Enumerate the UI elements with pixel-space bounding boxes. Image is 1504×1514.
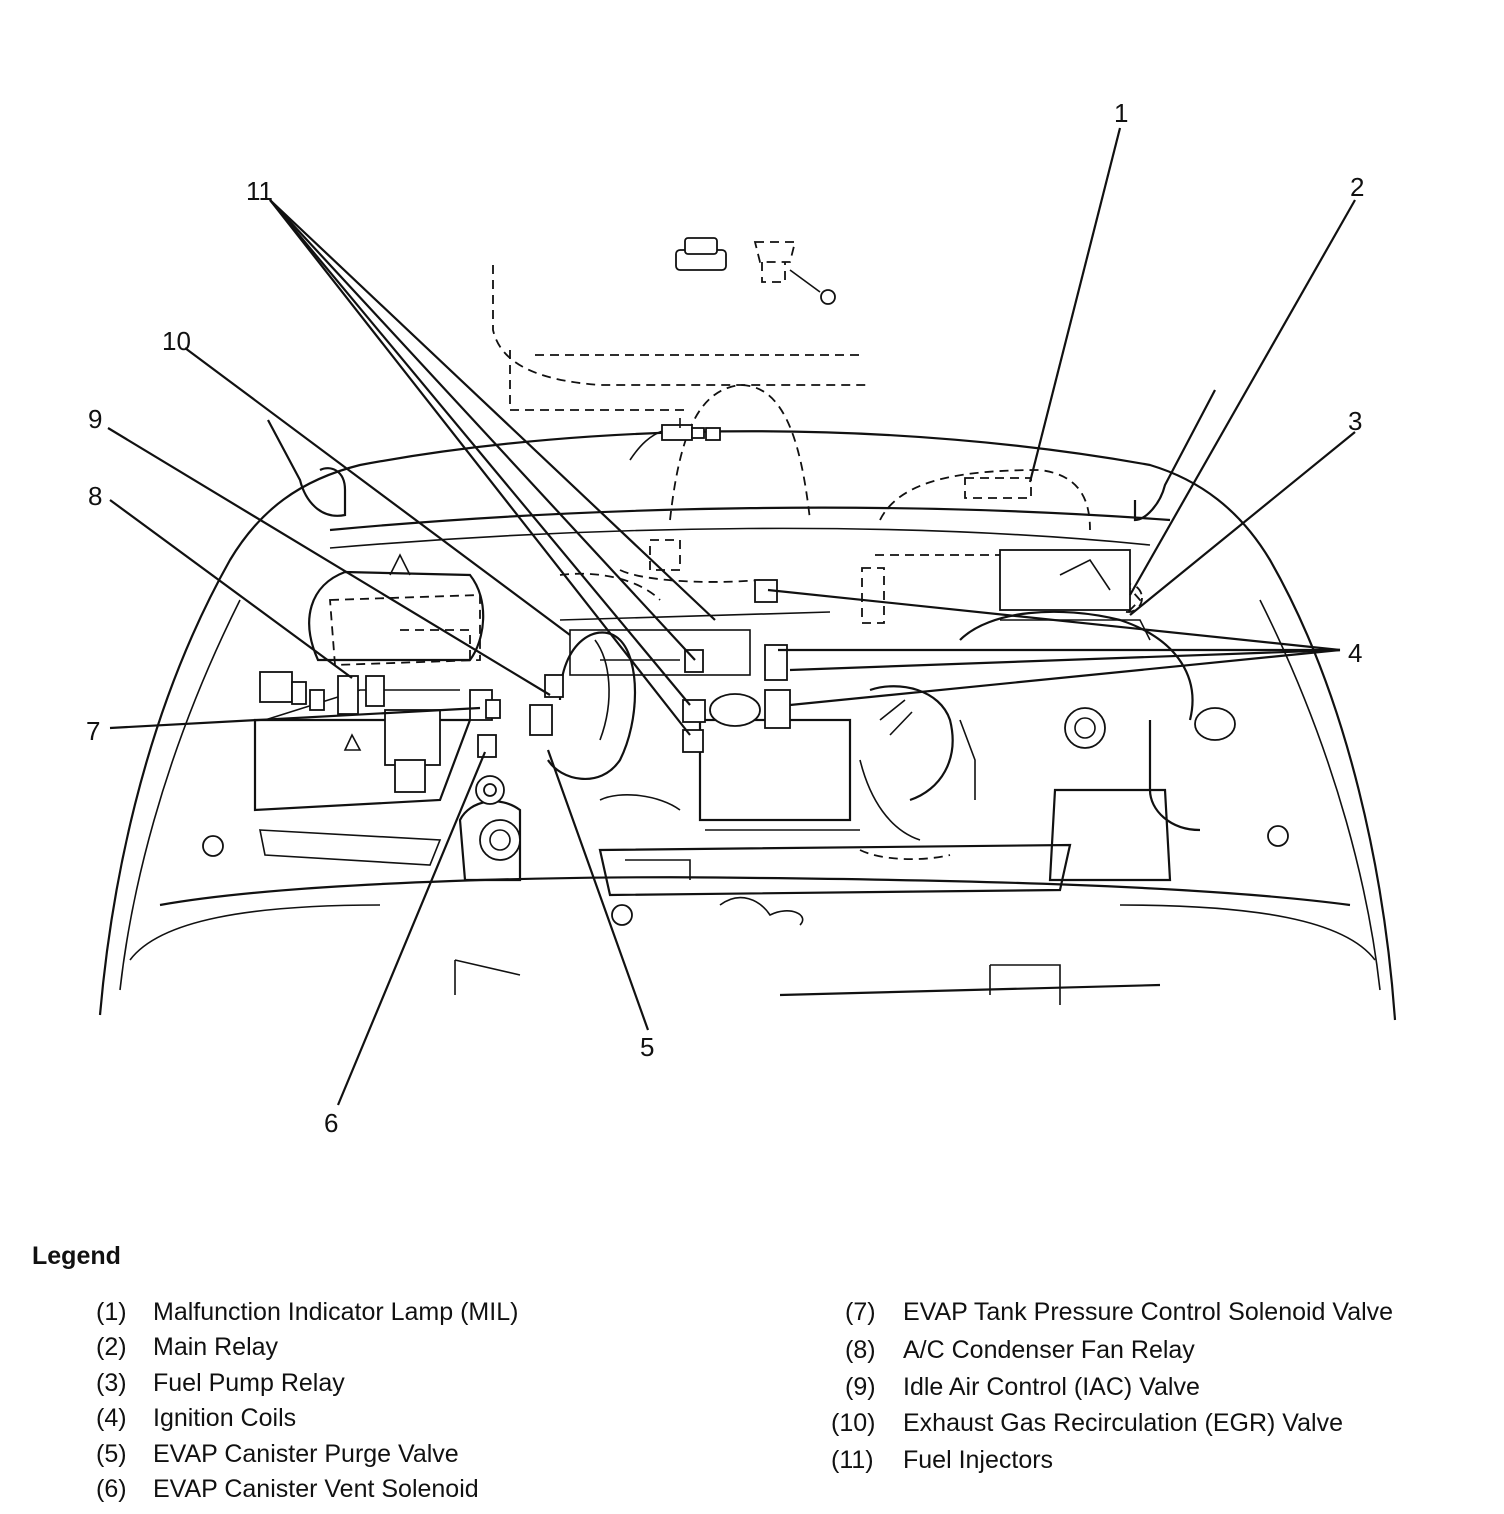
legend-item-text: EVAP Canister Purge Valve (153, 1440, 459, 1468)
legend-item-number: (11) (831, 1446, 874, 1474)
legend-title: Legend (32, 1242, 121, 1270)
legend-item-number: (10) (831, 1409, 876, 1437)
callout-10: 10 (162, 326, 191, 356)
callout-11: 11 (246, 176, 273, 206)
legend-item-text: Fuel Pump Relay (153, 1369, 345, 1397)
callout-2: 2 (1350, 172, 1364, 202)
legend-item: (3) Fuel Pump Relay (96, 1369, 345, 1398)
callout-6: 6 (324, 1108, 338, 1138)
legend-item: (9) Idle Air Control (IAC) Valve (845, 1373, 1200, 1402)
vehicle-body-outline (98, 389, 1397, 1021)
legend-item-text: Ignition Coils (153, 1404, 297, 1432)
legend-item-number: (3) (96, 1369, 127, 1397)
callout-1: 1 (1114, 98, 1128, 128)
engine-bay-diagram: 1 2 3 4 5 6 7 8 9 10 11 (86, 98, 1397, 1138)
legend-item-number: (8) (845, 1336, 876, 1364)
legend-item-number: (1) (96, 1298, 127, 1326)
legend-item-text: Fuel Injectors (903, 1446, 1054, 1474)
legend-item-text: EVAP Tank Pressure Control Solenoid Valv… (903, 1298, 1394, 1326)
hood-latch-parts (629, 237, 836, 461)
callout-9: 9 (88, 404, 102, 434)
legend-item-number: (6) (96, 1475, 127, 1503)
legend-item-number: (7) (845, 1298, 876, 1326)
callout-3: 3 (1348, 406, 1362, 436)
legend-item: (10) Exhaust Gas Recirculation (EGR) Val… (831, 1409, 1343, 1438)
legend-item: (5) EVAP Canister Purge Valve (96, 1440, 459, 1469)
legend-item: (4) Ignition Coils (96, 1404, 296, 1433)
callout-5: 5 (640, 1032, 654, 1062)
legend-item: (11) Fuel Injectors (831, 1446, 1053, 1475)
legend-item-number: (4) (96, 1404, 127, 1432)
leader-lines (107, 127, 1356, 1106)
legend-item: (7) EVAP Tank Pressure Control Solenoid … (845, 1298, 1393, 1327)
legend-item-text: EVAP Canister Vent Solenoid (153, 1475, 479, 1503)
legend-item-text: Malfunction Indicator Lamp (MIL) (153, 1298, 519, 1326)
legend-item-text: Exhaust Gas Recirculation (EGR) Valve (903, 1409, 1343, 1437)
legend-item-text: A/C Condenser Fan Relay (903, 1336, 1195, 1364)
legend-item: (6) EVAP Canister Vent Solenoid (96, 1475, 479, 1504)
legend-item: (8) A/C Condenser Fan Relay (845, 1336, 1195, 1365)
callout-8: 8 (88, 481, 102, 511)
legend-item: (2) Main Relay (96, 1333, 278, 1362)
legend-item-number: (2) (96, 1333, 127, 1361)
legend-item-text: Main Relay (153, 1333, 279, 1361)
engine-components (202, 549, 1289, 926)
callout-4: 4 (1348, 638, 1362, 668)
legend-item-number: (9) (845, 1373, 876, 1401)
legend-item-text: Idle Air Control (IAC) Valve (903, 1373, 1200, 1401)
callout-7: 7 (86, 716, 100, 746)
callout-numbers: 1 2 3 4 5 6 7 8 9 10 11 (86, 98, 1364, 1138)
legend-item: (1) Malfunction Indicator Lamp (MIL) (96, 1298, 518, 1327)
legend-item-number: (5) (96, 1440, 127, 1468)
